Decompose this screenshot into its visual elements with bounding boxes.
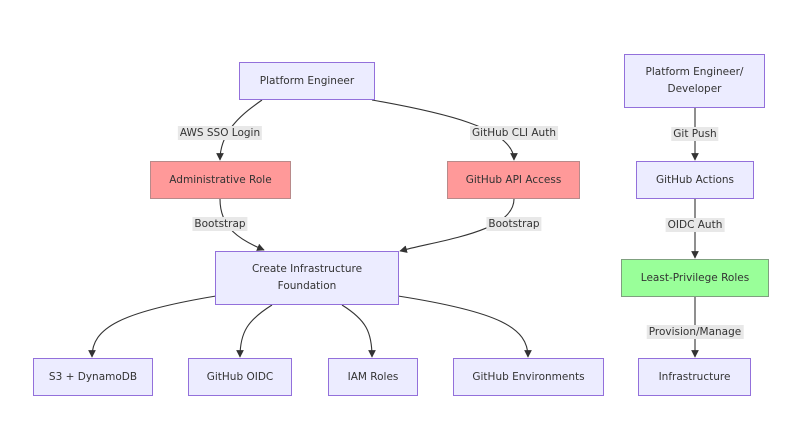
edge-label-github-cli-auth: GitHub CLI Auth (470, 126, 558, 140)
edge-bootstrap-right (399, 198, 515, 253)
edge-bootstrap-left (219, 198, 265, 251)
edge-label-git-push: Git Push (671, 127, 719, 141)
node-github-api-access: GitHub API Access (447, 161, 580, 199)
node-github-actions: GitHub Actions (636, 161, 754, 199)
node-github-environments: GitHub Environments (453, 358, 604, 396)
edge-to-iam-roles (341, 304, 376, 358)
edge-to-github-oidc (236, 304, 273, 358)
edge-label-oidc-auth: OIDC Auth (665, 218, 725, 232)
edge-to-github-environments (397, 295, 532, 358)
node-infrastructure: Infrastructure (638, 358, 751, 396)
edge-label-bootstrap-left: Bootstrap (192, 217, 248, 231)
edge-label-aws-sso-login: AWS SSO Login (177, 126, 263, 140)
edge-to-s3-dynamodb (88, 295, 217, 358)
node-platform-engineer: Platform Engineer (239, 62, 375, 100)
node-github-oidc: GitHub OIDC (188, 358, 292, 396)
node-administrative-role: Administrative Role (150, 161, 291, 199)
edge-aws-sso-login (216, 99, 263, 161)
node-create-infrastructure-foundation: Create Infrastructure Foundation (215, 251, 399, 305)
node-iam-roles: IAM Roles (328, 358, 418, 396)
node-least-privilege-roles: Least-Privilege Roles (621, 259, 769, 297)
edge-github-cli-auth (371, 99, 518, 161)
node-platform-engineer-developer: Platform Engineer/ Developer (624, 54, 765, 108)
edge-label-provision-manage: Provision/Manage (646, 325, 744, 339)
edge-label-bootstrap-right: Bootstrap (486, 217, 542, 231)
node-s3-dynamodb: S3 + DynamoDB (33, 358, 153, 396)
